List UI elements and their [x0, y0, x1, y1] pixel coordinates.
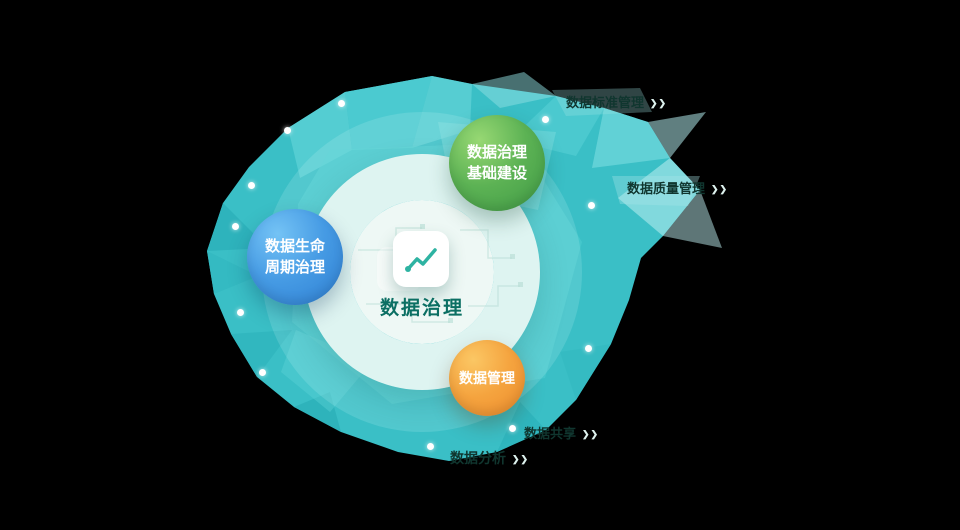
blob-facet [592, 108, 670, 168]
blob-facet [497, 402, 546, 452]
node-label-line: 数据生命 [264, 238, 325, 255]
chevron-right-icon: ❯❯ [582, 429, 600, 439]
center-card [393, 231, 449, 287]
label-data-standard: 数据标准管理 ❯❯ [566, 92, 667, 111]
label-data-analysis: 数据分析 ❯❯ [450, 448, 529, 468]
label-text: 数据质量管理 [627, 181, 706, 196]
blob-facet [412, 76, 472, 148]
label-data-quality: 数据质量管理 ❯❯ [627, 178, 728, 197]
label-data-sharing: 数据共享 ❯❯ [524, 423, 599, 442]
blob-facet [612, 176, 700, 206]
node-data-lifecycle: 数据生命 周期治理 [247, 209, 343, 305]
node-governance-infrastructure: 数据治理 基础建设 [449, 115, 545, 211]
blob-facet [618, 158, 700, 236]
label-text: 数据标准管理 [566, 95, 645, 110]
node-label-line: 周期治理 [264, 259, 325, 276]
blob-facet [648, 112, 706, 158]
node-data-management: 数据管理 [449, 340, 525, 416]
dot-decoration [427, 443, 434, 450]
dot-decoration [284, 127, 291, 134]
chevron-right-icon: ❯❯ [512, 454, 530, 464]
blob-facet [345, 76, 432, 150]
label-text: 数据分析 [450, 450, 506, 466]
node-label-line: 基础建设 [466, 165, 527, 182]
blob-facet [231, 330, 292, 377]
line-chart-icon [405, 248, 437, 272]
dot-decoration [237, 309, 244, 316]
blob-facet [552, 88, 652, 116]
dot-decoration [248, 182, 255, 189]
dot-decoration [259, 369, 266, 376]
node-label-line: 数据管理 [459, 370, 515, 386]
dot-decoration [232, 223, 239, 230]
dot-decoration [509, 425, 516, 432]
dot-decoration [542, 116, 549, 123]
blob-facet [281, 330, 372, 412]
chevron-right-icon: ❯❯ [650, 98, 668, 108]
dot-decoration [338, 100, 345, 107]
blob-facet [294, 392, 341, 432]
dot-decoration [585, 345, 592, 352]
blob-facet [663, 190, 722, 248]
node-label-line: 数据治理 [466, 144, 527, 161]
blob-facet [560, 344, 611, 400]
blob-facet [207, 251, 258, 294]
center-title: 数据治理 [379, 298, 464, 319]
dot-decoration [588, 202, 595, 209]
chevron-right-icon: ❯❯ [711, 184, 729, 194]
label-text: 数据共享 [524, 426, 577, 441]
blob-facet [472, 72, 556, 108]
